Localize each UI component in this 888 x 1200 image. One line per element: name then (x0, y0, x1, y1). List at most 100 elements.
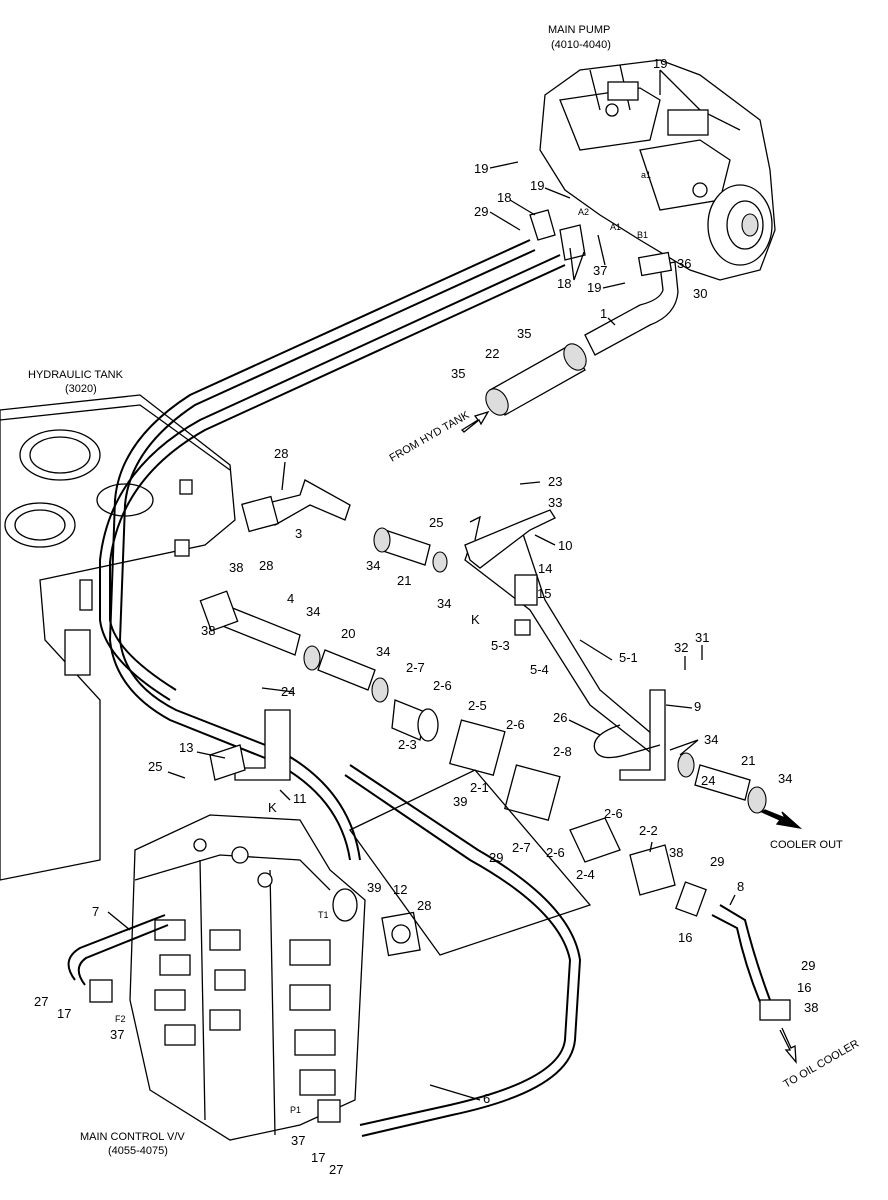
part-numbers: 19 19 19 19 18 18 29 37 36 30 1 35 22 35… (34, 56, 818, 1177)
long-hoses (67, 239, 771, 1137)
main-control-valve (129, 814, 366, 1141)
port-label-a1: a1 (641, 170, 651, 180)
part-2-2: 2-2 (639, 823, 658, 838)
part-9: 9 (694, 699, 701, 714)
part-34: 34 (704, 732, 718, 747)
part-38: 38 (201, 623, 215, 638)
part-2-4: 2-4 (576, 867, 595, 882)
part-2-6: 2-6 (546, 845, 565, 860)
part-35: 35 (451, 366, 465, 381)
part-5-1: 5-1 (619, 650, 638, 665)
port-label-P1: P1 (290, 1105, 301, 1115)
part-2-5: 2-5 (468, 698, 487, 713)
part-31: 31 (695, 630, 709, 645)
part-25: 25 (148, 759, 162, 774)
part-19: 19 (653, 56, 667, 71)
part-27: 27 (34, 994, 48, 1009)
part-4: 4 (287, 591, 294, 606)
part-27: 27 (329, 1162, 343, 1177)
pipes-fittings (89, 209, 791, 1123)
detail-leader-box (349, 769, 592, 956)
part-29: 29 (489, 850, 503, 865)
part-18: 18 (497, 190, 511, 205)
part-15: 15 (537, 586, 551, 601)
part-34: 34 (366, 558, 380, 573)
part-34: 34 (778, 771, 792, 786)
part-2-8: 2-8 (553, 744, 572, 759)
part-2-7: 2-7 (512, 840, 531, 855)
part-28: 28 (274, 446, 288, 461)
from-hyd-tank-caption: FROM HYD TANK (388, 409, 473, 465)
part-8: 8 (737, 879, 744, 894)
part-26: 26 (553, 710, 567, 725)
flow-arrows (460, 410, 803, 1064)
part-23: 23 (548, 474, 562, 489)
part-5-3: 5-3 (491, 638, 510, 653)
part-39: 39 (367, 880, 381, 895)
part-34: 34 (306, 604, 320, 619)
part-21: 21 (741, 753, 755, 768)
main-pump-caption: MAIN PUMP (548, 24, 610, 36)
part-11: 11 (293, 791, 307, 806)
to-oil-cooler-caption: TO OIL COOLER (782, 1038, 862, 1091)
part-25: 25 (429, 515, 443, 530)
part-37: 37 (593, 263, 607, 278)
part-28: 28 (259, 558, 273, 573)
part-17: 17 (57, 1006, 71, 1021)
part-29: 29 (474, 204, 488, 219)
part-12: 12 (393, 882, 407, 897)
part-19: 19 (530, 178, 544, 193)
part-37: 37 (291, 1133, 305, 1148)
main-pump-code: (4010-4040) (551, 39, 611, 51)
part-2-3: 2-3 (398, 737, 417, 752)
part-K-bottom: K (268, 800, 277, 815)
part-21: 21 (397, 573, 411, 588)
port-labels: a1 A2 A1 B1 T1 F2 P1 (115, 170, 651, 1115)
part-2-6: 2-6 (506, 717, 525, 732)
part-32: 32 (674, 640, 688, 655)
part-K-top: K (471, 612, 480, 627)
part-20: 20 (341, 626, 355, 641)
part-39: 39 (453, 794, 467, 809)
part-7: 7 (92, 904, 99, 919)
part-16: 16 (797, 980, 811, 995)
part-38: 38 (804, 1000, 818, 1015)
part-36: 36 (677, 256, 691, 271)
part-37: 37 (110, 1027, 124, 1042)
part-33: 33 (548, 495, 562, 510)
part-29: 29 (710, 854, 724, 869)
port-label-T1: T1 (318, 910, 329, 920)
part-10: 10 (558, 538, 572, 553)
part-28: 28 (417, 898, 431, 913)
part-14: 14 (538, 561, 552, 576)
part-24: 24 (701, 773, 715, 788)
part-34: 34 (376, 644, 390, 659)
port-label-a2: A2 (578, 207, 589, 217)
part-6: 6 (483, 1091, 490, 1106)
part-19: 19 (587, 280, 601, 295)
part-2-6: 2-6 (433, 678, 452, 693)
port-label-F2: F2 (115, 1014, 126, 1024)
main-control-caption: MAIN CONTROL V/V (80, 1131, 185, 1143)
part-2-6: 2-6 (604, 806, 623, 821)
part-2-7: 2-7 (406, 660, 425, 675)
main-control-code: (4055-4075) (108, 1145, 168, 1157)
part-38: 38 (229, 560, 243, 575)
part-35: 35 (517, 326, 531, 341)
main-pump (539, 59, 776, 281)
port-label-A1: A1 (610, 222, 621, 232)
part-19: 19 (474, 161, 488, 176)
port-label-B1: B1 (637, 230, 648, 240)
part-22: 22 (485, 346, 499, 361)
hydraulic-tank-caption: HYDRAULIC TANK (28, 369, 124, 381)
part-5-4: 5-4 (530, 662, 549, 677)
part-2-1: 2-1 (470, 780, 489, 795)
part-30: 30 (693, 286, 707, 301)
part-29: 29 (801, 958, 815, 973)
cooler-out-caption: COOLER OUT (770, 839, 843, 851)
part-3: 3 (295, 526, 302, 541)
part-18: 18 (557, 276, 571, 291)
part-34: 34 (437, 596, 451, 611)
part-1: 1 (600, 306, 607, 321)
